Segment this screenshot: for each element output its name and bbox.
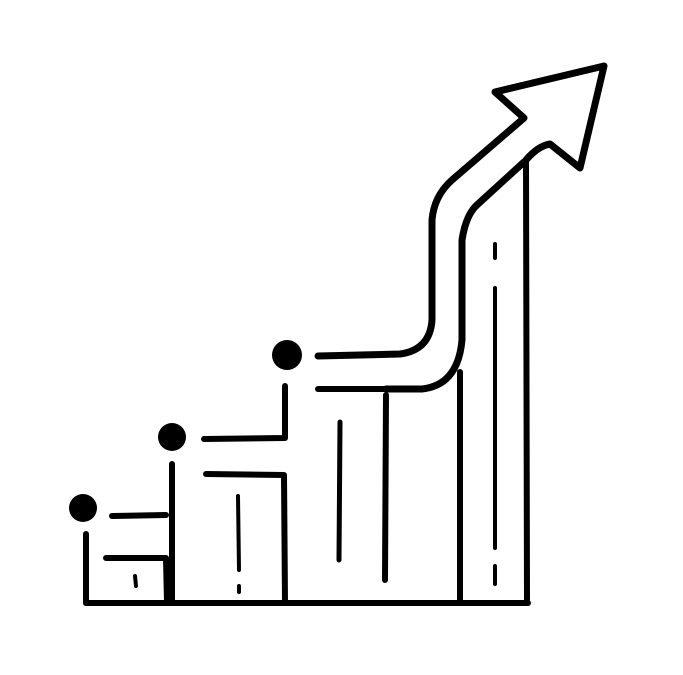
- bar-3-dot: [272, 340, 302, 370]
- bar-3-divider: [382, 392, 389, 583]
- bar-1-outline: [83, 531, 170, 606]
- bar-1-highlight: [133, 574, 138, 588]
- bar-2-outline: [169, 461, 288, 606]
- bar-2-dot: [158, 423, 186, 451]
- bar-1-dot: [69, 494, 97, 522]
- arrow-upper-stroke: [314, 62, 608, 360]
- arrow-lower-stroke: [382, 158, 528, 393]
- bar-1-top-line: [109, 512, 169, 519]
- bar-3-highlight: [336, 419, 343, 563]
- bar-2-top-line: [201, 383, 288, 442]
- bar-4-right-side: [523, 157, 530, 606]
- bar-2-highlight: [236, 494, 241, 594]
